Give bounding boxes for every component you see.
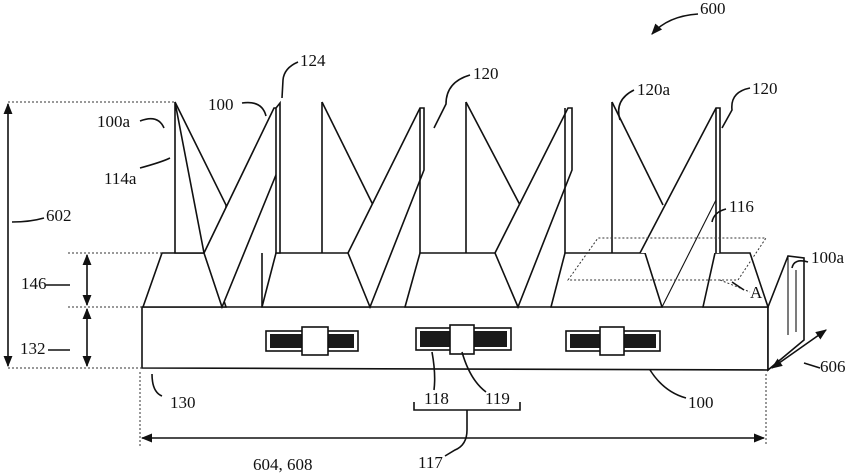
label-118: 118 [424,389,449,408]
label-606: 606 [820,357,846,376]
label-146: 146 [21,274,47,293]
label-A: A [750,283,763,302]
label-100a-right: 100a [811,248,845,267]
label-600: 600 [700,0,726,18]
bracket-117 [414,402,520,456]
label-604-608: 604, 608 [253,455,313,474]
label-132: 132 [20,339,46,358]
label-120-right: 120 [752,79,778,98]
label-120a: 120a [637,80,671,99]
label-100-top: 100 [208,95,234,114]
label-120-mid: 120 [473,64,499,83]
label-100-bottom: 100 [688,393,714,412]
label-119: 119 [485,389,510,408]
dimension-604-608 [140,372,766,446]
label-602: 602 [46,206,72,225]
label-117: 117 [418,453,443,472]
label-124: 124 [300,51,326,70]
label-130: 130 [170,393,196,412]
reference-labels: 600 124 120 120a 120 100 100a 114a 602 1… [20,0,846,474]
label-114a: 114a [104,169,137,188]
connector-1 [266,327,358,355]
label-100a-left: 100a [97,112,131,131]
connector-3 [566,327,660,355]
connector-2 [416,325,511,354]
label-116: 116 [729,197,754,216]
